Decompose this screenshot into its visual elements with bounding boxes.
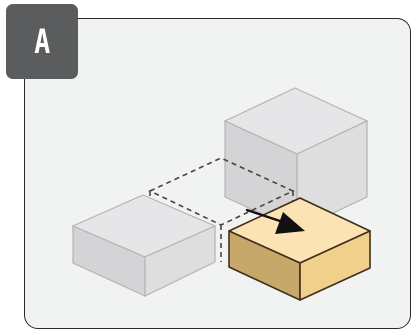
arrow-right-down-icon: [245, 208, 305, 234]
move-arrow-shaft: [245, 208, 288, 225]
panel-label-letter: A: [34, 21, 50, 62]
panel-label-badge: A: [6, 4, 78, 79]
front-ghost-block: [71, 194, 217, 297]
moved-block: [228, 197, 371, 301]
move-arrow-head: [275, 212, 305, 234]
front-block-right-face: [144, 225, 216, 297]
moved-block-right-face: [299, 230, 371, 301]
